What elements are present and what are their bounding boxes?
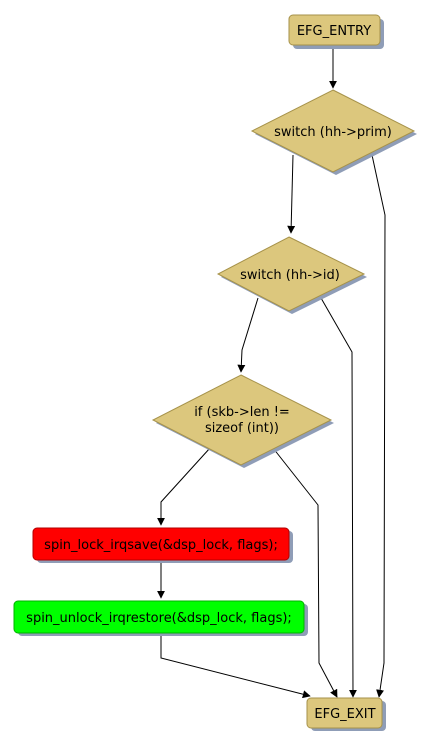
if-len-node: if (skb->len != sizeof (int)) [151, 374, 333, 466]
switch-id-label: switch (hh->id) [240, 268, 340, 283]
entry-node: EFG_ENTRY [288, 14, 381, 46]
spin-lock-label: spin_lock_irqsave(&dsp_lock, flags); [44, 538, 278, 553]
if-len-label-line2: sizeof (int)) [205, 421, 279, 436]
edge-switch-prim-to-exit [371, 154, 386, 698]
exit-node: EFG_EXIT [306, 697, 383, 729]
edge-if-len-to-exit [272, 447, 338, 698]
edge-switch-id-to-if-len [237, 297, 259, 373]
edge-if-len-to-spin-lock [157, 447, 211, 526]
edge-switch-prim-to-switch-id [287, 154, 296, 234]
if-len-label-line1: if (skb->len != [194, 405, 290, 420]
switch-prim-label: switch (hh->prim) [274, 125, 392, 140]
spin-lock-node: spin_lock_irqsave(&dsp_lock, flags); [32, 527, 290, 561]
edge-switch-id-to-exit [320, 297, 357, 698]
switch-id-node: switch (hh->id) [216, 236, 366, 312]
exit-label: EFG_EXIT [314, 707, 375, 722]
spin-unlock-node: spin_unlock_irqrestore(&dsp_lock, flags)… [13, 600, 305, 634]
edge-spin-unlock-to-exit [160, 632, 311, 699]
switch-prim-node: switch (hh->prim) [250, 89, 416, 173]
spin-unlock-label: spin_unlock_irqrestore(&dsp_lock, flags)… [26, 611, 292, 626]
entry-label: EFG_ENTRY [297, 24, 371, 39]
